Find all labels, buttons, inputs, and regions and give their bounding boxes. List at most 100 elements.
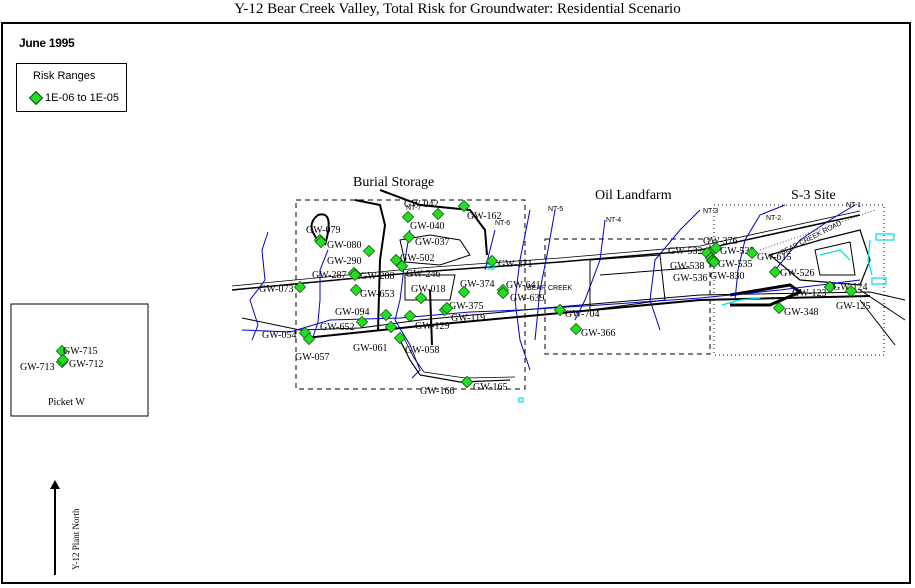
burial-storage-box: [295, 199, 526, 390]
well-label: GW-058: [405, 345, 439, 356]
well-label: GW-054: [262, 330, 296, 341]
well-label: GW-042: [404, 199, 438, 210]
well-gw-526: GW-526: [768, 265, 814, 279]
green-diamond-icon: [314, 235, 328, 249]
legend-item: 1E-06 to 1E-05: [28, 90, 119, 106]
s3-site-box: [713, 204, 885, 356]
green-diamond-icon: [389, 253, 403, 267]
well-label: GW-080: [327, 240, 361, 251]
green-diamond-icon: [496, 286, 510, 300]
picket-w-box: [10, 303, 149, 417]
well-gw-037: GW-037: [402, 230, 449, 248]
green-diamond-icon: [403, 309, 417, 323]
legend-item-label: 1E-06 to 1E-05: [45, 92, 119, 104]
well-label: GW-037: [415, 237, 449, 248]
green-diamond-icon: [844, 284, 858, 298]
green-diamond-icon: [56, 353, 70, 367]
well-gw-165: GW-165: [460, 375, 507, 393]
feature-nt3: NT-3: [703, 208, 718, 215]
well-gw-246: GW-246: [395, 259, 440, 280]
well-label: GW-246: [406, 269, 440, 280]
well-gw-704: GW-704: [553, 303, 599, 320]
well-label: GW-018: [411, 284, 445, 295]
green-diamond-icon: [707, 255, 721, 269]
well-label: GW-375: [449, 301, 483, 312]
well-gw-290: GW-290: [327, 244, 376, 267]
streams: [241, 204, 861, 379]
wetlands: [487, 233, 895, 403]
well-label: GW-502: [400, 253, 434, 264]
green-diamond-icon: [293, 280, 307, 294]
feature-nt7: NT-7: [406, 205, 421, 212]
well-gw-119: GW-119: [440, 301, 485, 324]
well-gw-129: GW-129: [403, 309, 449, 332]
green-diamond-icon: [485, 254, 499, 268]
well-label: GW-125: [836, 301, 870, 312]
green-diamond-icon: [384, 320, 398, 334]
area-label-burial-storage: Burial Storage: [353, 175, 434, 190]
well-gw-094: GW-094: [335, 307, 393, 322]
well-label: GW-830: [710, 271, 744, 282]
green-diamond-icon: [460, 375, 474, 389]
map-date: June 1995: [19, 36, 75, 50]
green-diamond-icon: [379, 308, 393, 322]
well-gw-502: GW-502: [389, 253, 434, 267]
well-label: GW-166: [420, 386, 454, 397]
feature-nt4: NT-4: [606, 217, 621, 224]
well-label: GW-040: [410, 221, 444, 232]
well-gw-532: GW-532: [668, 246, 714, 260]
well-gw-162: GW-162: [457, 199, 501, 222]
feature-creek: BEAR CREEK: [527, 285, 572, 292]
green-diamond-icon: [402, 230, 416, 244]
well-gw-073: GW-073: [259, 280, 307, 295]
wells: GW-042GW-162GW-079GW-080GW-040GW-037GW-2…: [20, 199, 870, 397]
well-label: GW-713: [20, 362, 54, 373]
well-label: GW-641: [506, 280, 540, 291]
feature-nt1: NT-1: [846, 202, 861, 209]
green-diamond-icon: [772, 301, 786, 315]
well-label: GW-129: [415, 321, 449, 332]
area-label-picket-w: Picket W: [48, 397, 85, 408]
well-gw-348: GW-348: [772, 301, 818, 318]
green-diamond-icon: [823, 280, 837, 294]
north-arrow-head-icon: [50, 480, 60, 489]
green-diamond-icon: [414, 291, 428, 305]
green-diamond-icon: [302, 332, 316, 346]
map-frame: [1, 22, 911, 584]
green-diamond-icon: [745, 246, 759, 260]
area-label-s3-site: S-3 Site: [791, 188, 836, 203]
well-label: GW-162: [467, 211, 501, 222]
well-label: GW-376: [703, 236, 737, 247]
well-label: GW-615: [757, 252, 791, 263]
map-title: Y-12 Bear Creek Valley, Total Risk for G…: [234, 1, 681, 17]
well-label: GW-094: [335, 307, 369, 318]
well-gw-018: GW-018: [411, 284, 445, 305]
well-gw-371: GW-371: [485, 254, 532, 270]
area-label-oil-landfarm: Oil Landfarm: [595, 188, 672, 203]
well-label: GW-366: [581, 328, 615, 339]
well-label: GW-712: [69, 359, 103, 370]
well-label: GW-715: [63, 346, 97, 357]
well-label: GW-704: [565, 309, 599, 320]
well-label: GW-061: [353, 343, 387, 354]
well-gw-615: GW-615: [745, 246, 791, 263]
well-gw-058: GW-058: [393, 331, 439, 356]
well-label: GW-532: [668, 246, 702, 257]
green-diamond-icon: [457, 199, 471, 213]
green-diamond-icon: [395, 259, 409, 273]
green-diamond-icon: [393, 331, 407, 345]
well-label: GW-057: [295, 352, 329, 363]
well-label: GW-123: [792, 288, 826, 299]
green-diamond-icon: [709, 241, 723, 255]
oil-landfarm-box: [544, 238, 711, 355]
well-gw-040: GW-040: [401, 210, 444, 232]
well-gw-712: GW-712: [56, 353, 103, 370]
green-diamond-icon: [349, 283, 363, 297]
well-label: GW-288: [360, 271, 394, 282]
well-gw-366: GW-366: [569, 322, 615, 339]
green-diamond-icon: [768, 265, 782, 279]
well-label: GW-287: [312, 270, 346, 281]
well-gw-080: GW-080: [314, 235, 361, 251]
well-gw-652: GW-652: [320, 315, 369, 333]
